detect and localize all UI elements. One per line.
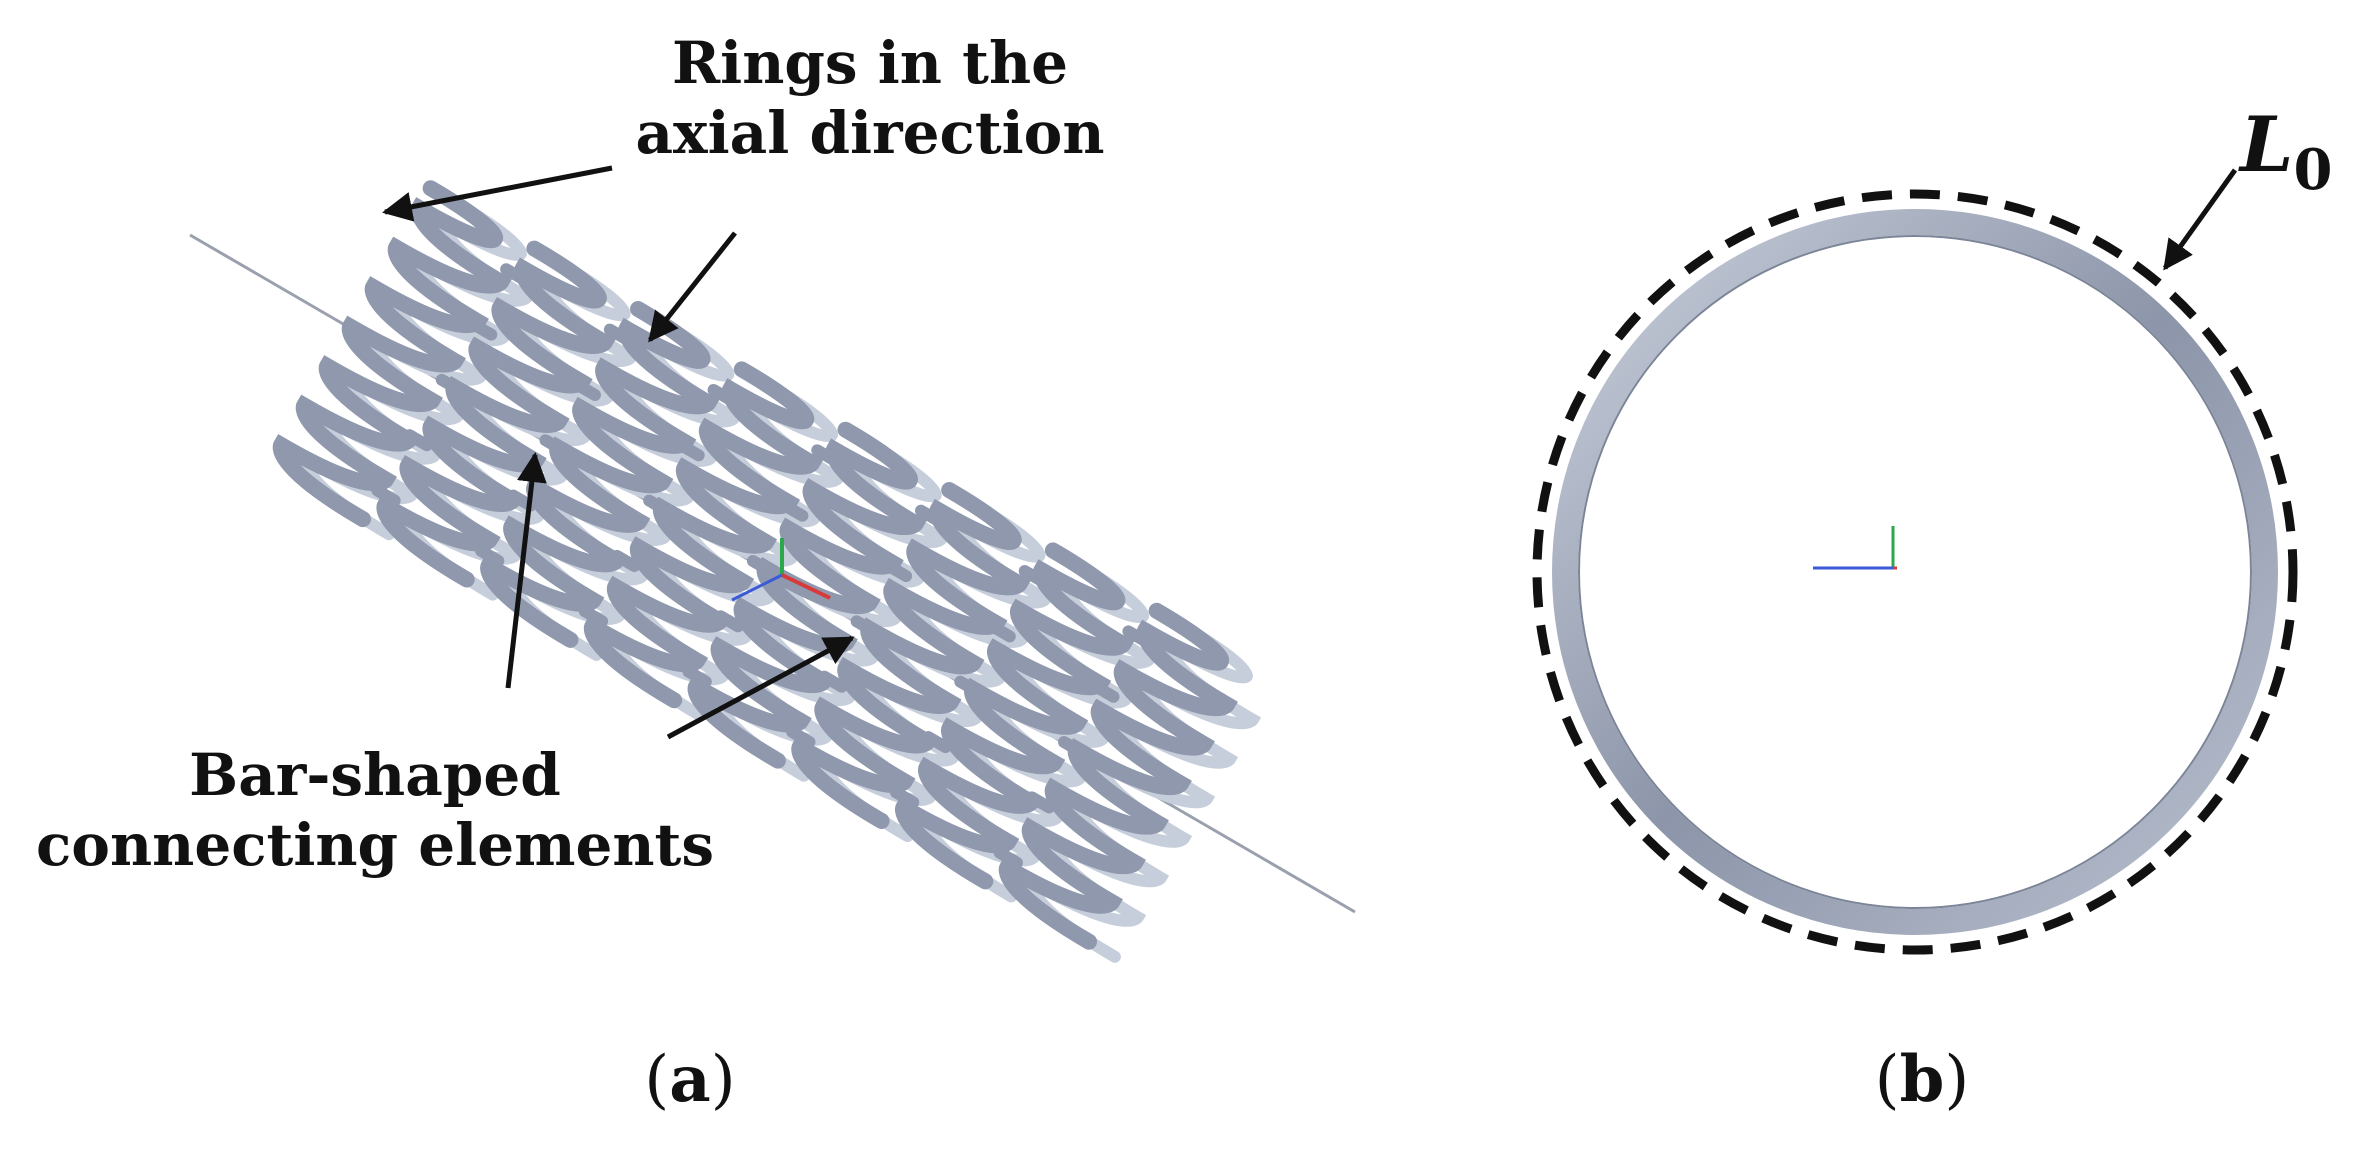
coordinate-axes-b <box>1813 526 1897 570</box>
connecting-bar <box>435 373 466 396</box>
connecting-bar <box>707 383 737 407</box>
connecting-bar <box>818 670 848 693</box>
panel-a-stent-illustration <box>189 165 1356 963</box>
connecting-bar <box>603 323 634 346</box>
connecting-bar <box>811 444 841 467</box>
stent-ring-front <box>998 602 1238 950</box>
connecting-bar <box>1090 680 1120 703</box>
coordinate-axes-a <box>731 538 831 602</box>
connecting-bar <box>954 675 984 698</box>
panel-label-a-letter: a <box>669 1042 711 1117</box>
stent-ring-front <box>376 240 616 588</box>
l0-symbol: L <box>2240 100 2294 189</box>
stent-ring-front <box>687 421 927 769</box>
panel-label-a-open: ( <box>644 1043 670 1117</box>
connecting-bar <box>610 549 641 572</box>
stent-body <box>272 180 1262 963</box>
rings-annotation-line-1: Rings in the <box>671 29 1069 97</box>
connecting-bar <box>578 605 609 628</box>
connecting-bar <box>371 484 401 507</box>
connecting-bar <box>746 554 777 578</box>
connecting-bar <box>682 665 712 688</box>
connecting-bar <box>475 544 505 567</box>
l0-subscript: 0 <box>2293 137 2333 203</box>
bars-annotation-line-2: connecting elements <box>35 811 715 879</box>
stent-ring-inner-edge <box>1578 235 2252 909</box>
arrow-l0 <box>2162 168 2238 271</box>
connecting-bar <box>675 439 705 462</box>
connecting-bar <box>1025 791 1056 814</box>
arrow-bars-2 <box>666 635 855 740</box>
connecting-bar <box>993 846 1023 869</box>
connecting-bar <box>779 499 809 522</box>
connecting-bar <box>986 620 1016 643</box>
l0-label: L0 <box>2240 100 2332 203</box>
arrow-rings-1 <box>382 165 613 222</box>
connecting-bar <box>403 429 433 452</box>
connecting-bar <box>914 504 945 527</box>
stent-ring-front <box>895 542 1135 890</box>
stent-ring-front <box>791 482 1031 829</box>
panel-label-b-letter: b <box>1899 1042 1945 1117</box>
panel-label-b-close: ) <box>1944 1043 1970 1117</box>
connecting-bar <box>1018 565 1048 588</box>
arrow-rings-2 <box>648 231 737 343</box>
rings-annotation-line-2: axial direction <box>635 99 1105 167</box>
connecting-bar <box>850 615 880 638</box>
connecting-bar <box>889 786 920 809</box>
connecting-bar <box>643 494 673 517</box>
stent-ring-cross-section <box>1552 209 2278 935</box>
panel-label-b: (b) <box>1822 1040 2022 1120</box>
dashed-circumference-l0 <box>1532 189 2298 955</box>
panel-label-a-close: ) <box>710 1043 736 1117</box>
connecting-bar <box>714 610 744 633</box>
connecting-bar <box>1122 625 1152 648</box>
connecting-bar <box>922 730 952 754</box>
connecting-bar <box>500 263 530 286</box>
panel-label-b-open: ( <box>1874 1043 1900 1117</box>
panel-label-a: (a) <box>590 1040 790 1120</box>
connecting-bar <box>1058 736 1088 759</box>
connecting-bar <box>467 318 498 341</box>
stent-ring-front <box>480 300 720 648</box>
connecting-bar <box>786 725 816 749</box>
connecting-bar <box>882 560 913 583</box>
stent-ring-front <box>583 361 824 709</box>
rings-annotation: Rings in the axial direction <box>560 28 1180 168</box>
connecting-bar <box>539 434 569 457</box>
panel-b-cross-section <box>1532 168 2298 955</box>
arrow-bars-1 <box>505 452 547 689</box>
stent-ring-front <box>272 180 512 528</box>
bars-annotation-line-1: Bar-shaped <box>189 741 561 809</box>
bars-annotation: Bar-shaped connecting elements <box>20 740 730 880</box>
connecting-bar <box>571 378 601 401</box>
